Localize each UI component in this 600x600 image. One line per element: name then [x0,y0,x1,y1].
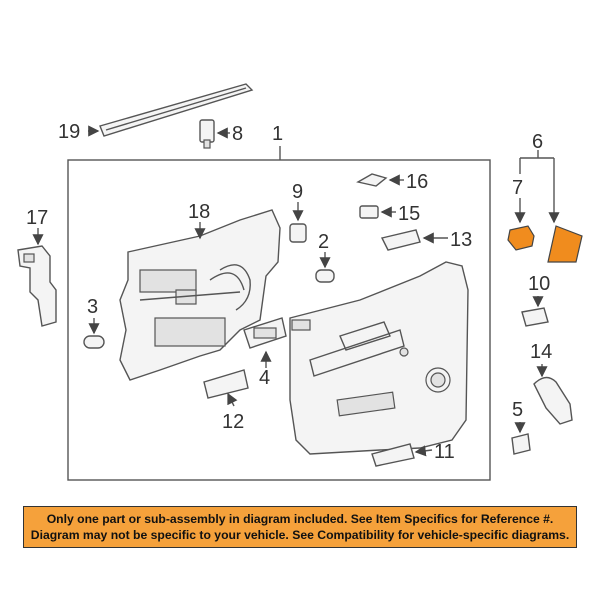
callout-5: 5 [512,399,523,421]
part-15-clip [359,205,379,219]
callout-17: 17 [26,207,48,229]
callout-18: 18 [188,201,210,223]
callout-13: 13 [450,229,472,251]
part-door-trim-panel [289,261,469,455]
callout-6: 6 [532,131,543,153]
assembly-frame [67,159,491,481]
part-13-pull-cup [380,229,421,251]
disclaimer-banner: Only one part or sub-assembly in diagram… [23,506,577,548]
disclaimer-line-2: Diagram may not be specific to your vehi… [30,528,570,542]
part-17-bracket [17,245,57,327]
disclaimer-line-1: Only one part or sub-assembly in diagram… [46,512,554,526]
callout-9: 9 [292,181,303,203]
part-16-cover [356,173,388,187]
callout-15: 15 [398,203,420,225]
callout-1: 1 [272,123,283,145]
part-2-grommet [315,269,335,283]
part-18-inner-panel [119,209,281,381]
callout-12: 12 [222,411,244,433]
part-12-handle-bezel [203,369,249,399]
part-14-handle [533,376,573,425]
part-5-plug [511,433,531,455]
callout-19: 19 [58,121,80,143]
callout-10: 10 [528,273,550,295]
part-3-plug [83,335,105,349]
callout-7: 7 [512,177,523,199]
part-19-belt-molding [99,83,254,137]
part-4-switch-bezel [243,317,287,349]
part-11-grip [371,443,415,467]
callout-4: 4 [259,367,270,389]
callout-2: 2 [318,231,329,253]
part-6-trim-highlighted [547,225,583,263]
part-7-cap-highlighted [507,225,535,251]
callout-16: 16 [406,171,428,193]
callout-11: 11 [434,441,455,463]
part-10-cover [521,307,549,327]
part-8-clip [199,119,215,149]
callout-3: 3 [87,296,98,318]
arrow-12 [227,392,238,407]
callout-8: 8 [232,123,243,145]
arrow-11 [414,445,433,457]
part-9-cap [289,223,307,243]
callout-14: 14 [530,341,552,363]
